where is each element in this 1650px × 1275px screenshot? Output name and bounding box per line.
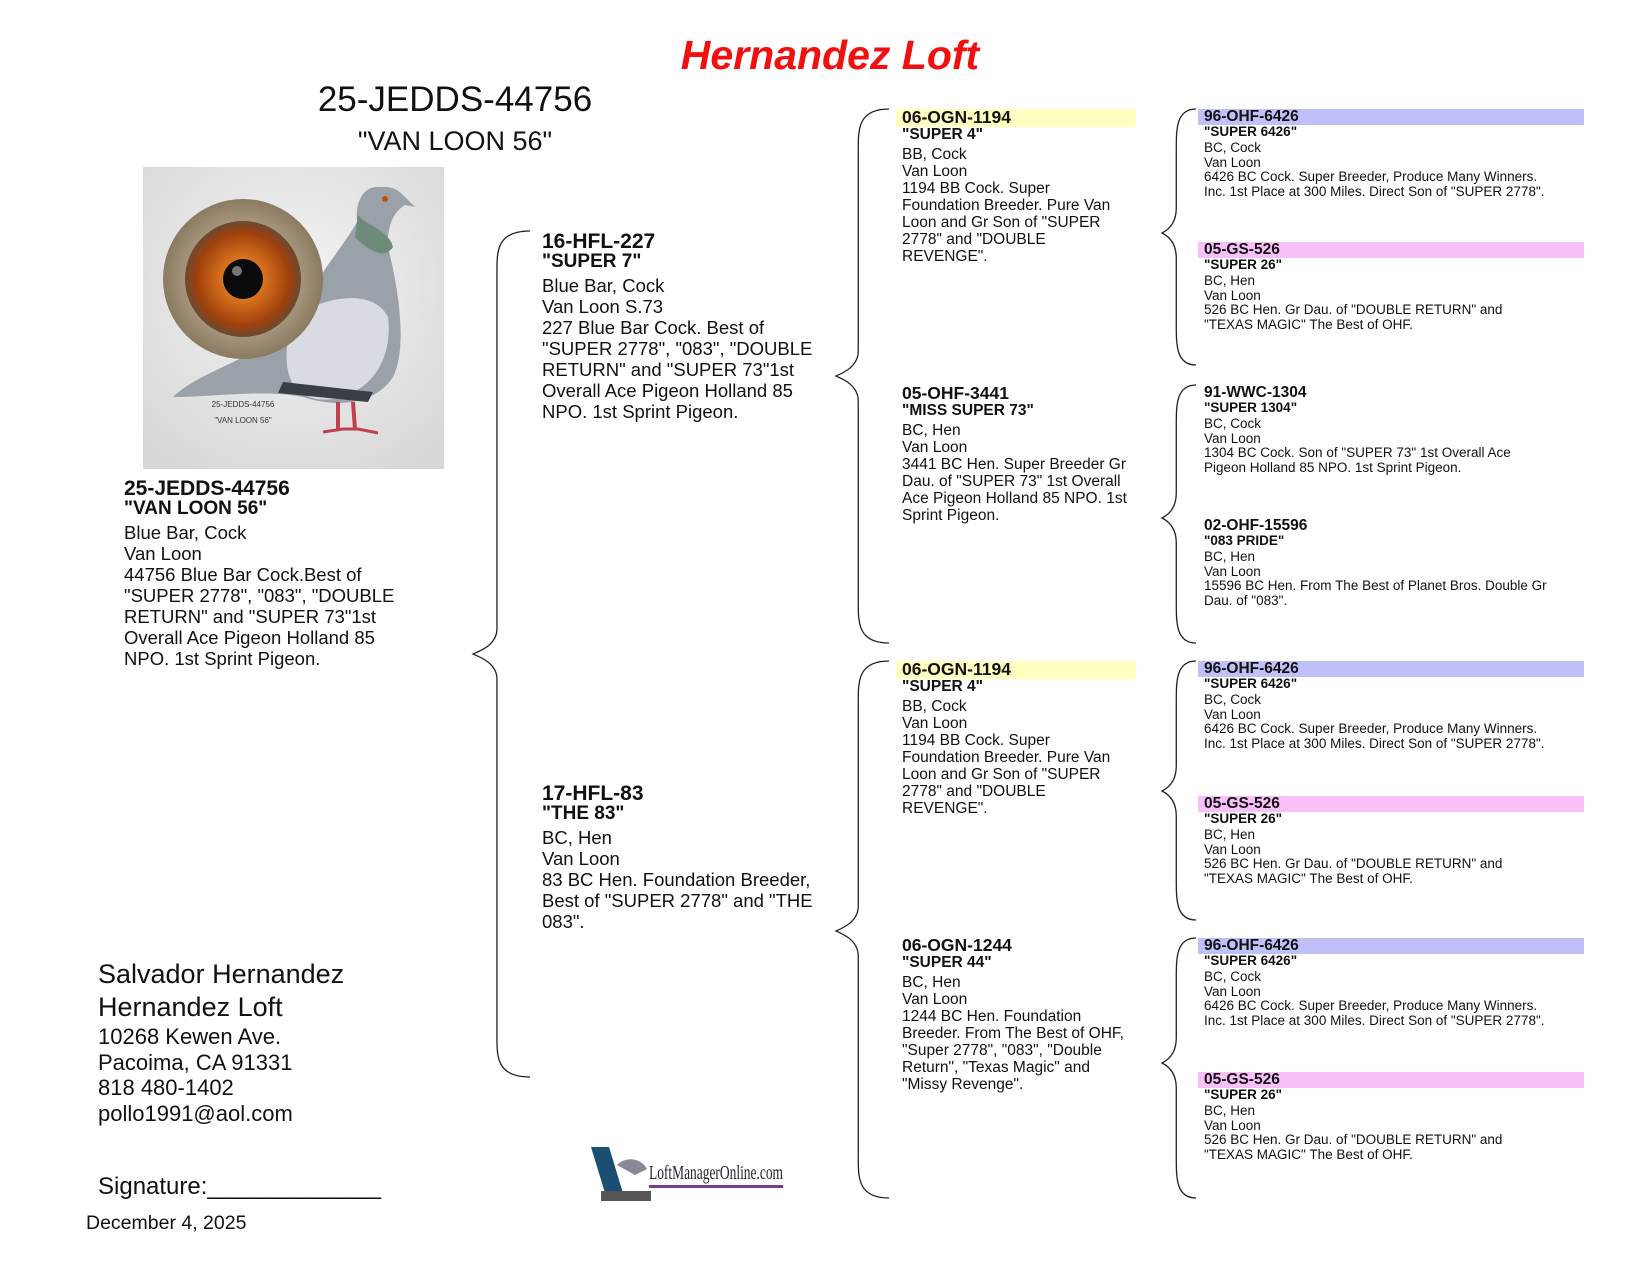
pigeon-name: "SUPER 7" [542, 251, 642, 272]
owner-address: 10268 Kewen Ave. [98, 1024, 282, 1049]
band-number: 06-OGN-1194 [896, 108, 1136, 127]
pedigree-entry: 06-OGN-1194"SUPER 4" BB, Cock Van Loon 11… [896, 108, 1136, 265]
pigeon-name: "SUPER 26" [1204, 1086, 1283, 1102]
pedigree-entry: 05-GS-526"SUPER 26"BC, Hen Van Loon 526 … [1198, 242, 1584, 332]
pigeon-details: BC, Hen Van Loon 526 BC Hen. Gr Dau. of … [1204, 1103, 1503, 1162]
band-number: 05-OHF-3441 [902, 383, 1009, 403]
band-number: 96-OHF-6426 [1198, 938, 1584, 954]
pigeon-details: BC, Hen Van Loon 526 BC Hen. Gr Dau. of … [1204, 827, 1503, 886]
band-number: 16-HFL-227 [542, 230, 656, 253]
pigeon-name: "083 PRIDE" [1204, 532, 1285, 548]
band-number: 25-JEDDS-44756 [124, 477, 290, 500]
bracket-line [1160, 660, 1197, 921]
pigeon-details: BC, Hen Van Loon 3441 BC Hen. Super Bree… [902, 422, 1127, 524]
band-number: 06-OGN-1194 [896, 660, 1136, 679]
pigeon-name: "SUPER 6426" [1204, 123, 1298, 139]
bracket-line [1160, 384, 1197, 644]
bracket-line [834, 108, 890, 644]
band-number: 17-HFL-83 [542, 782, 644, 805]
owner-phone: 818 480-1402 [98, 1075, 234, 1100]
pigeon-details: BB, Cock Van Loon 1194 BB Cock. Super Fo… [902, 698, 1111, 817]
bracket-line [1160, 108, 1197, 366]
pedigree-entry: 96-OHF-6426"SUPER 6426"BC, Cock Van Loon… [1198, 109, 1584, 199]
pedigree-entry: 06-OGN-1244"SUPER 44" BC, Hen Van Loon 12… [902, 935, 1124, 1093]
print-date: December 4, 2025 [86, 1212, 247, 1234]
loft-title: Hernandez Loft [680, 32, 980, 78]
band-number: 96-OHF-6426 [1198, 661, 1584, 677]
pigeon-details: BC, Hen Van Loon 526 BC Hen. Gr Dau. of … [1204, 273, 1503, 332]
subject-pigeon: 25-JEDDS-44756"VAN LOON 56" Blue Bar, Coc… [124, 478, 394, 669]
pedigree-entry: 91-WWC-1304"SUPER 1304"BC, Cock Van Loon… [1204, 385, 1511, 475]
signature-line: Signature:_____________ [98, 1173, 381, 1200]
pigeon-name: "SUPER 26" [1204, 810, 1283, 826]
loftmanager-logo: LoftManagerOnline.com [591, 1147, 783, 1201]
pigeon-name: "SUPER 1304" [1204, 399, 1298, 415]
pigeon-name: "SUPER 4" [902, 125, 984, 143]
band-number: 06-OGN-1244 [902, 935, 1012, 955]
pigeon-name: "VAN LOON 56" [124, 498, 268, 519]
pigeon-details: Blue Bar, Cock Van Loon S.73 227 Blue Ba… [542, 275, 813, 422]
header-pigeon-name: "VAN LOON 56" [357, 126, 553, 156]
pedigree-entry: 05-OHF-3441"MISS SUPER 73" BC, Hen Van Lo… [902, 383, 1127, 524]
band-number: 96-OHF-6426 [1198, 109, 1584, 125]
pigeon-details: BC, Hen Van Loon 15596 BC Hen. From The … [1204, 549, 1547, 608]
pigeon-name: "SUPER 26" [1204, 256, 1283, 272]
photo-caption-name: "VAN LOON 56" [214, 416, 272, 425]
pigeon-name: "THE 83" [542, 803, 625, 824]
pigeon-name: "SUPER 4" [902, 677, 984, 695]
pigeon-details: BC, Cock Van Loon 6426 BC Cock. Super Br… [1204, 969, 1545, 1028]
logo-text: LoftManagerOnline.com [649, 1162, 783, 1184]
bracket-line [471, 230, 531, 1078]
pedigree-entry: 06-OGN-1194"SUPER 4" BB, Cock Van Loon 11… [896, 660, 1136, 817]
band-number: 91-WWC-1304 [1204, 384, 1307, 401]
pigeon-details: BC, Cock Van Loon 6426 BC Cock. Super Br… [1204, 140, 1545, 199]
photo-caption-band: 25-JEDDS-44756 [212, 400, 275, 409]
bracket-line [1160, 937, 1197, 1199]
pigeon-details: Blue Bar, Cock Van Loon 44756 Blue Bar C… [124, 522, 395, 669]
owner-info: Salvador Hernandez Hernandez Loft 10268 … [98, 958, 344, 1126]
band-number: 05-GS-526 [1198, 242, 1584, 258]
pigeon-name: "SUPER 6426" [1204, 952, 1298, 968]
owner-city: Pacoima, CA 91331 [98, 1049, 293, 1075]
owner-email: pollo1991@aol.com [98, 1100, 293, 1126]
pedigree-entry: 02-OHF-15596"083 PRIDE"BC, Hen Van Loon … [1204, 518, 1547, 608]
pedigree-entry: 17-HFL-83"THE 83" BC, Hen Van Loon 83 BC … [542, 783, 813, 932]
pedigree-entry: 05-GS-526"SUPER 26"BC, Hen Van Loon 526 … [1198, 796, 1584, 886]
pigeon-name: "SUPER 44" [902, 953, 992, 971]
pigeon-details: BB, Cock Van Loon 1194 BB Cock. Super Fo… [902, 146, 1111, 265]
band-number: 02-OHF-15596 [1204, 517, 1308, 534]
pigeon-details: BC, Cock Van Loon 1304 BC Cock. Son of "… [1204, 416, 1511, 475]
pigeon-name: "MISS SUPER 73" [902, 401, 1034, 419]
pigeon-details: BC, Cock Van Loon 6426 BC Cock. Super Br… [1204, 692, 1545, 751]
pedigree-entry: 96-OHF-6426"SUPER 6426"BC, Cock Van Loon… [1198, 661, 1584, 751]
pedigree-entry: 16-HFL-227"SUPER 7" Blue Bar, Cock Van Lo… [542, 231, 812, 422]
pigeon-details: BC, Hen Van Loon 83 BC Hen. Foundation B… [542, 827, 813, 932]
pigeon-name: "SUPER 6426" [1204, 675, 1298, 691]
owner-name: Salvador Hernandez [98, 959, 345, 989]
pedigree-entry: 96-OHF-6426"SUPER 6426"BC, Cock Van Loon… [1198, 938, 1584, 1028]
owner-loft: Hernandez Loft [98, 992, 283, 1022]
pigeon-details: BC, Hen Van Loon 1244 BC Hen. Foundation… [902, 974, 1124, 1093]
bracket-line [834, 660, 890, 1199]
band-number: 05-GS-526 [1198, 1072, 1584, 1088]
pigeon-photo: 25-JEDDS-44756 "VAN LOON 56" [143, 167, 444, 469]
header-band-number: 25-JEDDS-44756 [317, 80, 593, 119]
band-number: 05-GS-526 [1198, 796, 1584, 812]
pedigree-entry: 05-GS-526"SUPER 26"BC, Hen Van Loon 526 … [1198, 1072, 1584, 1162]
